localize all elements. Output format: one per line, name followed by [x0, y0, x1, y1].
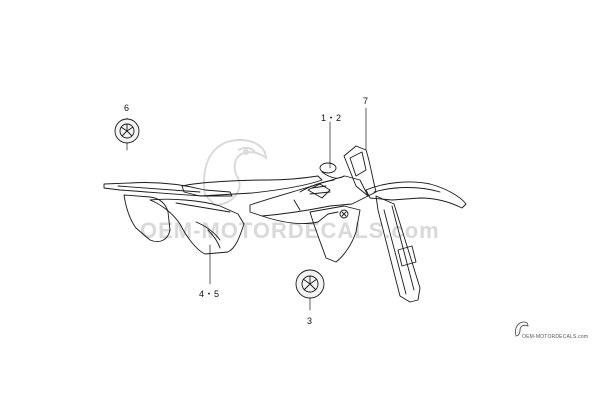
- callout-4-5: 4・5: [199, 289, 220, 299]
- tuning-fork-emblem-icon: [114, 118, 140, 144]
- callout-7: 7: [363, 96, 369, 106]
- tuning-fork-emblem-icon: [295, 269, 325, 299]
- fork-part: [375, 195, 421, 303]
- rear-fender-part: [103, 182, 233, 197]
- leader-lines: [126, 107, 367, 311]
- bird-logo-icon: [515, 321, 529, 337]
- callout-3: 3: [307, 316, 313, 326]
- callout-6: 6: [124, 103, 130, 113]
- seat-part: [181, 175, 323, 197]
- front-fender-part: [365, 181, 467, 209]
- side-number-plate-part: [123, 194, 245, 255]
- footer-watermark-text: OEM-MOTORDECALS.com: [522, 334, 589, 340]
- radiator-guard-part: [309, 205, 361, 263]
- front-number-plate-part: [343, 145, 377, 197]
- shroud-part: [249, 162, 369, 225]
- callout-1-2: 1・2: [321, 113, 342, 123]
